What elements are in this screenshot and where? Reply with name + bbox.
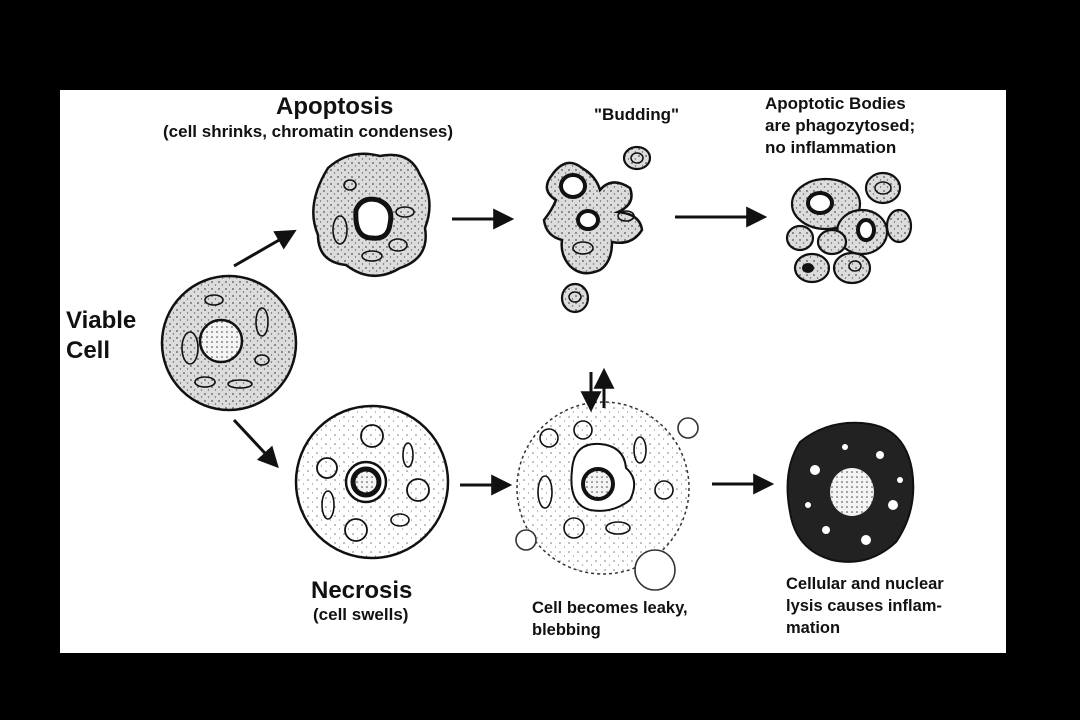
lysed-cell xyxy=(786,421,915,563)
necrotic-swollen-cell xyxy=(294,404,450,560)
apoptotic-bodies xyxy=(785,171,913,285)
lysis-label-line1: Cellular and nuclear xyxy=(786,575,944,593)
viable-cell xyxy=(160,274,298,412)
viable-cell-label-line2: Cell xyxy=(66,337,111,364)
viable-cell-label-line1: Viable xyxy=(66,307,137,334)
necrosis-title: Necrosis xyxy=(311,577,413,604)
apoptotic-cell xyxy=(312,152,431,277)
arrows xyxy=(232,206,775,496)
leaky-label-line1: Cell becomes leaky, xyxy=(532,599,688,617)
budding-label: "Budding" xyxy=(594,105,680,124)
apoptosis-subtitle: (cell shrinks, chromatin condenses) xyxy=(163,122,454,141)
lysis-label-line3: mation xyxy=(786,619,841,637)
arrow-to-necrosis xyxy=(232,418,279,469)
apoptotic-bodies-line1: Apoptotic Bodies xyxy=(765,94,906,113)
leaky-label-line2: blebbing xyxy=(532,621,601,639)
apoptosis-title: Apoptosis xyxy=(276,93,394,120)
leaky-blebbing-cell xyxy=(515,401,699,591)
necrosis-subtitle: (cell swells) xyxy=(313,605,409,624)
budding-cell xyxy=(542,145,652,314)
lysis-label-line2: lysis causes inflam- xyxy=(786,597,942,615)
apoptotic-bodies-line2: are phagozytosed; xyxy=(765,116,916,135)
arrow-to-apoptosis xyxy=(233,229,297,268)
apoptotic-bodies-line3: no inflammation xyxy=(765,138,897,157)
